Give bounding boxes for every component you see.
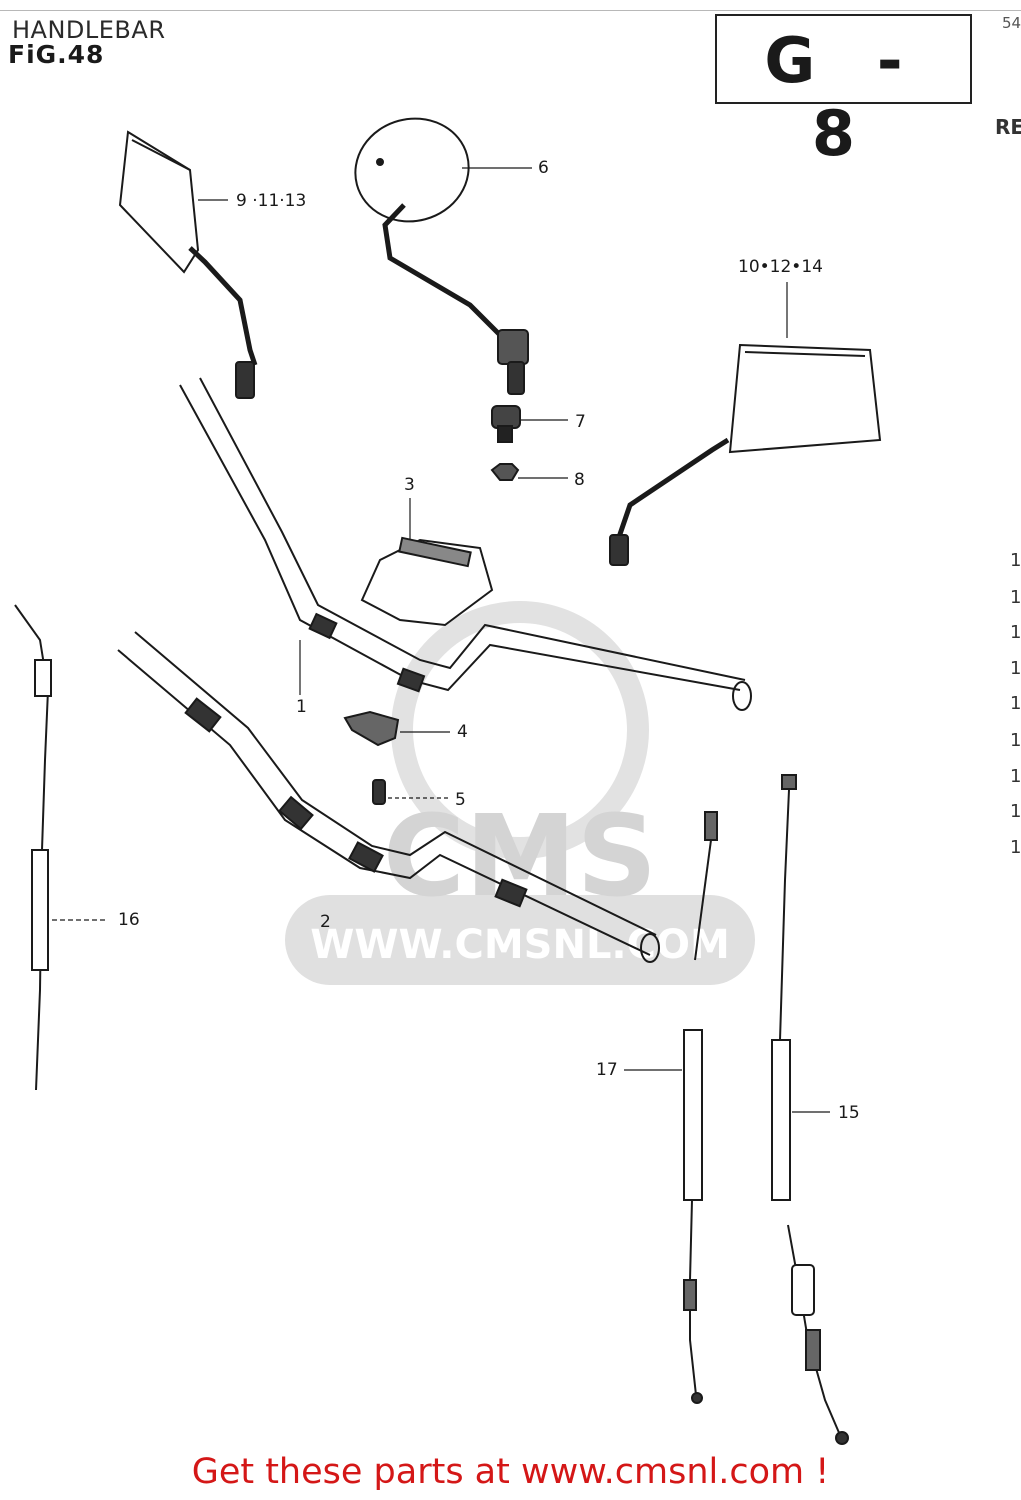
- mirror-right-head: [728, 343, 882, 454]
- clamp-part-4: [343, 710, 400, 747]
- mirror-left: [118, 130, 258, 399]
- cable-part-17: [624, 811, 718, 1404]
- callout-15: 15: [838, 1103, 860, 1123]
- nut-part-8: [490, 463, 520, 481]
- page-number: 54: [1002, 14, 1021, 32]
- callout-3: 3: [404, 475, 415, 495]
- adapter-thread: [497, 425, 513, 443]
- handlebar-2-end: [640, 933, 660, 963]
- watermark-pill: [285, 895, 755, 985]
- callout-6: 6: [538, 158, 549, 178]
- cable-16-housing: [31, 849, 49, 971]
- right-edge-marker: 1: [1010, 766, 1021, 787]
- mirror-left-bolt: [235, 361, 255, 399]
- handlebar-2-knurl: [494, 878, 528, 908]
- watermark-url: WWW.CMSNL.COM: [310, 922, 730, 968]
- mirror-left-rim: [131, 139, 191, 171]
- callout-4: 4: [457, 722, 468, 742]
- mirror-round: [354, 117, 532, 395]
- cable-part-15: [771, 774, 849, 1445]
- handlebar-1-knurl: [308, 612, 338, 640]
- mirror-left-stem: [188, 246, 258, 366]
- mirror-round-head: [354, 117, 470, 223]
- handlebar-2-bottom-edge: [134, 631, 657, 936]
- cable-17-upper: [694, 839, 712, 961]
- handlebar-1-top-edge: [179, 384, 741, 692]
- mirror-right-rim: [744, 351, 866, 357]
- cable-16-sleeve: [34, 659, 52, 697]
- right-edge-marker: 1: [1010, 622, 1021, 643]
- cable-15-adjuster: [805, 1329, 821, 1371]
- cable-15-upper: [779, 789, 790, 1041]
- cable-17-tip: [704, 811, 718, 841]
- holder-part-3: [360, 498, 494, 627]
- right-edge-marker: 1: [1010, 693, 1021, 714]
- handlebar-2-knurl: [348, 841, 384, 873]
- right-edge-marker: 1: [1010, 658, 1021, 679]
- mirror-right-bolt: [609, 534, 629, 566]
- section-title: HANDLEBAR: [12, 16, 166, 44]
- cable-15-nipple: [835, 1431, 849, 1445]
- callout-2: 2: [320, 912, 331, 932]
- parts-shop-banner[interactable]: Get these parts at www.cmsnl.com !: [191, 1452, 830, 1492]
- diagram-code: G - 8: [764, 24, 923, 170]
- handlebar-2-knurl: [278, 795, 314, 831]
- callout-7: 7: [575, 412, 586, 432]
- mirror-round-bolt: [507, 361, 525, 395]
- callout-9-11-13: 9 ·11·13: [236, 191, 307, 211]
- callout-16: 16: [118, 910, 140, 930]
- diagram-code-box: G - 8: [715, 14, 972, 170]
- figure-label: FiG.48: [8, 40, 105, 69]
- clamp-and-screw: [343, 710, 450, 805]
- callout-1: 1: [296, 697, 307, 717]
- mirror-right-stem: [615, 437, 730, 541]
- right-edge-marker: 1: [1010, 550, 1021, 571]
- holder-logo: [398, 536, 472, 568]
- callout-5: 5: [455, 790, 466, 810]
- handlebar-1-knurl: [396, 667, 426, 693]
- callout-17: 17: [596, 1060, 618, 1080]
- handlebar-2-top-edge: [117, 649, 651, 956]
- handlebar-part-1: [179, 377, 752, 711]
- adapter-and-nut: [490, 405, 568, 481]
- cable-17-adjuster: [683, 1279, 697, 1311]
- cable-17-housing: [683, 1029, 703, 1201]
- cable-15-boot: [791, 1264, 815, 1316]
- screw-part-5: [372, 779, 386, 805]
- cable-15-tip: [781, 774, 797, 790]
- handlebar-1-bottom-edge: [199, 377, 746, 681]
- right-edge-marker: 1: [1010, 801, 1021, 822]
- right-edge-marker: 1: [1010, 587, 1021, 608]
- adapter-part-7: [491, 405, 521, 429]
- right-edge-marker: 1: [1010, 730, 1021, 751]
- cable-part-16: [14, 604, 108, 1091]
- cable-15-housing: [771, 1039, 791, 1201]
- mirror-round-joint: [497, 329, 529, 365]
- handlebar-2-knurl: [184, 697, 222, 733]
- mirror-right: [609, 282, 882, 566]
- cable-17-nipple: [691, 1392, 703, 1404]
- handlebar-part-2: [117, 631, 660, 963]
- callout-10-12-14: 10•12•14: [738, 257, 823, 277]
- right-edge-marker: 1: [1010, 837, 1021, 858]
- right-edge-heading: RE: [995, 115, 1021, 139]
- cable-16-path: [14, 604, 50, 1091]
- header-rule: [0, 10, 1021, 11]
- mirror-round-pivot: [376, 158, 384, 166]
- watermark-ring: [391, 601, 649, 859]
- callout-8: 8: [574, 470, 585, 490]
- mirror-round-stem: [382, 203, 507, 342]
- handlebar-1-end: [732, 681, 752, 711]
